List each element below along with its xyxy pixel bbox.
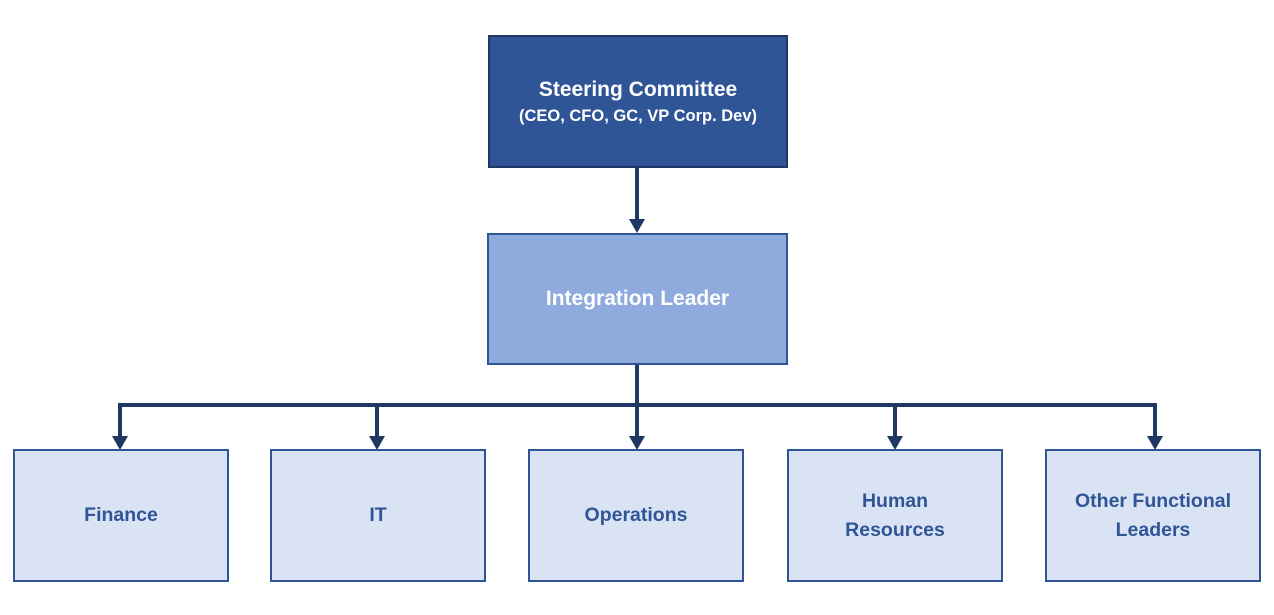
- node-it-title: IT: [369, 504, 387, 527]
- arrowhead-operations: [629, 436, 645, 450]
- arrowhead-it: [369, 436, 385, 450]
- node-steering-committee: Steering Committee (CEO, CFO, GC, VP Cor…: [488, 35, 788, 168]
- node-other-functional-leaders: Other Functional Leaders: [1045, 449, 1261, 582]
- arrowhead-other: [1147, 436, 1163, 450]
- node-integration-leader: Integration Leader: [487, 233, 788, 365]
- node-finance: Finance: [13, 449, 229, 582]
- node-steering-committee-subtitle: (CEO, CFO, GC, VP Corp. Dev): [518, 106, 758, 125]
- node-operations: Operations: [528, 449, 744, 582]
- node-finance-title: Finance: [84, 504, 158, 527]
- arrowhead-finance: [112, 436, 128, 450]
- node-human-resources: Human Resources: [787, 449, 1003, 582]
- node-other-functional-leaders-title: Other Functional Leaders: [1075, 490, 1231, 541]
- node-it: IT: [270, 449, 486, 582]
- arrowhead-hr: [887, 436, 903, 450]
- node-steering-committee-title: Steering Committee: [538, 77, 738, 101]
- node-human-resources-title: Human Resources: [845, 490, 945, 541]
- arrowhead-integration: [629, 219, 645, 233]
- node-operations-title: Operations: [584, 504, 688, 527]
- node-integration-leader-title: Integration Leader: [545, 287, 730, 311]
